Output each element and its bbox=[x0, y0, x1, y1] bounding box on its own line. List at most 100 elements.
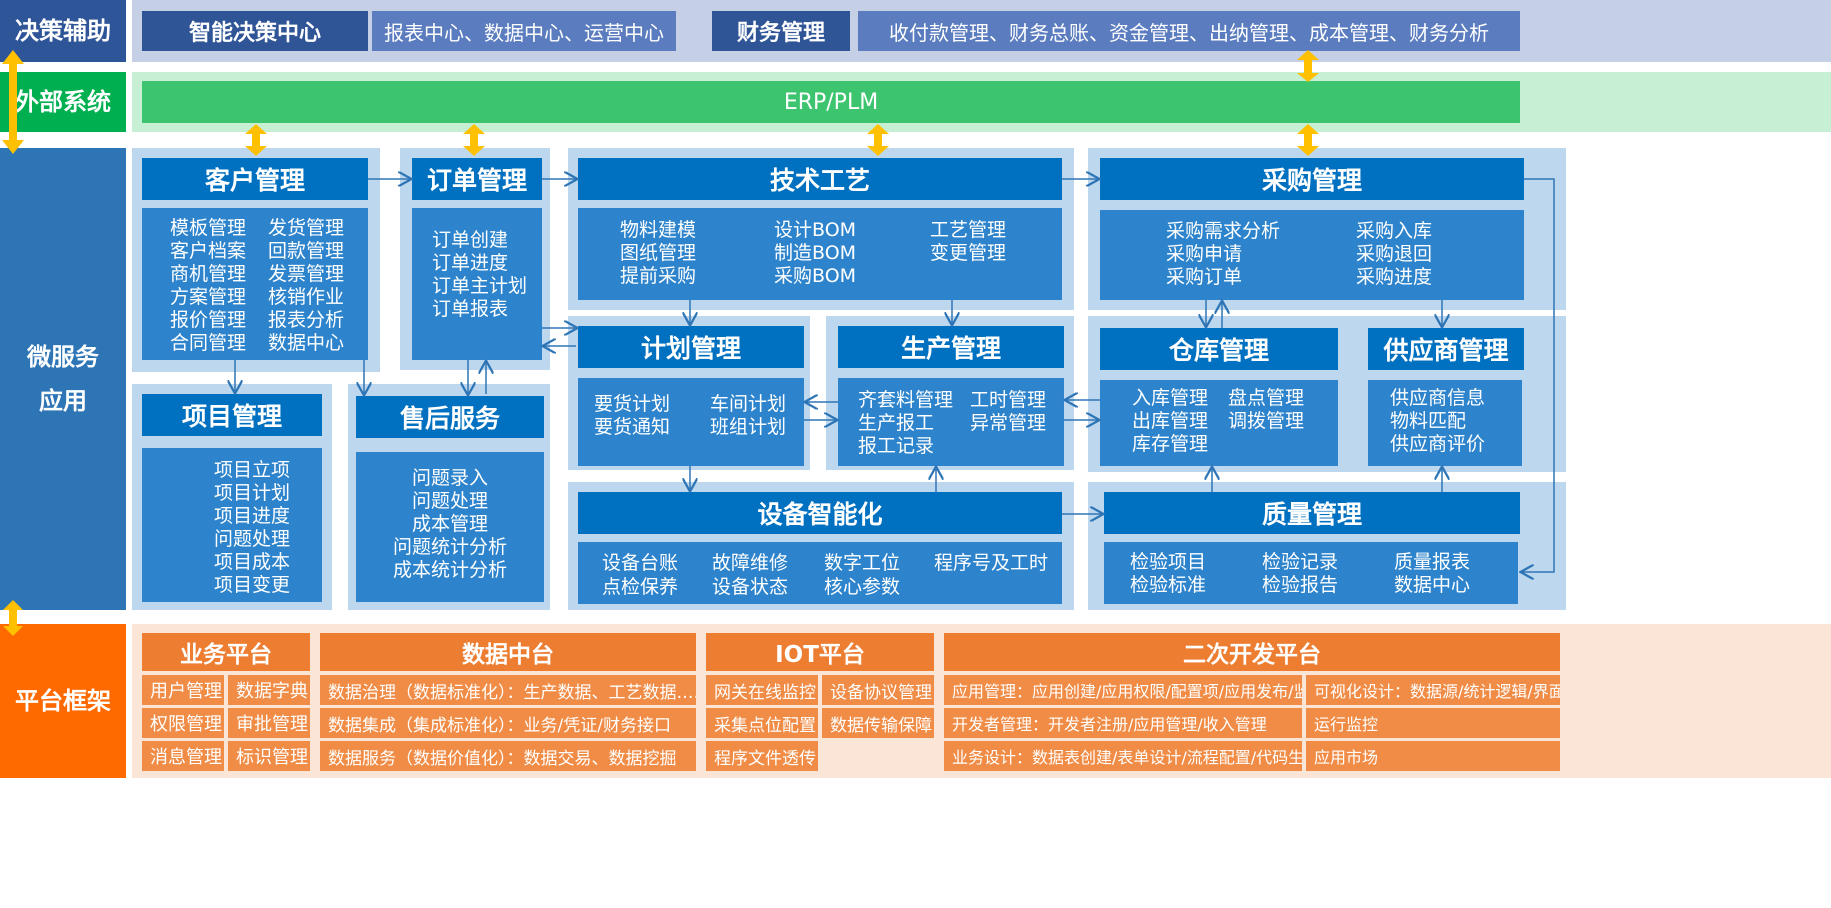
side-label-platform: 平台框架 bbox=[0, 624, 126, 778]
customer-item: 发票管理 bbox=[268, 263, 345, 285]
equipment-item: 故障维修 bbox=[712, 552, 789, 574]
platform-iot-header: IOT平台 bbox=[706, 633, 934, 671]
project-item: 问题处理 bbox=[214, 528, 291, 550]
tech-item: 变更管理 bbox=[930, 242, 1007, 264]
customer-item: 数据中心 bbox=[268, 332, 345, 354]
quality-item: 质量报表 bbox=[1394, 551, 1471, 573]
platform-data-cell: 数据治理（数据标准化）：生产数据、工艺数据…… bbox=[320, 675, 696, 705]
equipment-header: 设备智能化 bbox=[578, 492, 1062, 534]
platform-biz-cell: 消息管理 bbox=[142, 741, 224, 771]
platform-dev-cell: 业务设计：数据表创建/表单设计/流程配置/代码生成 bbox=[944, 741, 1302, 771]
project-item: 项目成本 bbox=[214, 551, 291, 573]
order-header: 订单管理 bbox=[412, 158, 542, 200]
aftersale-item: 问题统计分析 bbox=[392, 536, 507, 558]
quality-item: 检验记录 bbox=[1262, 551, 1339, 573]
customer-body: 模板管理 发货管理 客户档案 回款管理 商机管理 发票管理 方案管理 核销作业 … bbox=[142, 208, 368, 360]
warehouse-item: 库存管理 bbox=[1132, 433, 1209, 455]
purchase-item: 采购需求分析 bbox=[1166, 220, 1281, 242]
equipment-item: 设备状态 bbox=[712, 576, 789, 598]
order-item: 订单创建 bbox=[432, 229, 509, 251]
platform-biz-header: 业务平台 bbox=[142, 633, 310, 671]
equipment-item: 设备台账 bbox=[602, 552, 679, 574]
finance-desc: 收付款管理、财务总账、资金管理、出纳管理、成本管理、财务分析 bbox=[858, 11, 1520, 51]
tech-header: 技术工艺 bbox=[578, 158, 1062, 200]
production-item: 齐套料管理 bbox=[858, 389, 954, 411]
tech-item: 图纸管理 bbox=[620, 242, 697, 264]
production-item: 工时管理 bbox=[970, 389, 1047, 411]
platform-iot-cell: 数据传输保障 bbox=[822, 708, 934, 738]
platform-dev-cell: 应用市场 bbox=[1306, 741, 1560, 771]
project-item: 项目变更 bbox=[214, 574, 291, 596]
platform-iot-cell: 程序文件透传 bbox=[706, 741, 818, 771]
customer-item: 报价管理 bbox=[170, 309, 247, 331]
platform-dev-cell: 应用管理：应用创建/应用权限/配置项/应用发布/监控 bbox=[944, 675, 1302, 705]
platform-biz-cell: 审批管理 bbox=[228, 708, 310, 738]
platform-dev-cell: 可视化设计：数据源/统计逻辑/界面 bbox=[1306, 675, 1560, 705]
quality-item: 检验报告 bbox=[1262, 574, 1339, 596]
platform-biz-cell: 数据字典 bbox=[228, 675, 310, 705]
platform-dev-cell: 开发者管理：开发者注册/应用管理/收入管理 bbox=[944, 708, 1302, 738]
tech-body: 物料建模 设计BOM 工艺管理 图纸管理 制造BOM 变更管理 提前采购 采购B… bbox=[578, 208, 1062, 300]
quality-item: 数据中心 bbox=[1394, 574, 1471, 596]
plan-item: 班组计划 bbox=[710, 416, 787, 438]
production-item: 报工记录 bbox=[858, 435, 935, 457]
project-item: 项目进度 bbox=[214, 505, 291, 527]
purchase-item: 采购订单 bbox=[1166, 266, 1243, 288]
supplier-item: 供应商评价 bbox=[1390, 433, 1486, 455]
order-body: 订单创建 订单进度 订单主计划 订单报表 bbox=[412, 208, 542, 360]
production-header: 生产管理 bbox=[838, 326, 1064, 368]
purchase-body: 采购需求分析 采购入库 采购申请 采购退回 采购订单 采购进度 bbox=[1100, 210, 1524, 300]
smart-decision-title: 智能决策中心 bbox=[142, 11, 368, 51]
customer-item: 方案管理 bbox=[170, 286, 247, 308]
aftersale-item: 问题处理 bbox=[411, 490, 488, 512]
warehouse-body: 入库管理 盘点管理 出库管理 调拨管理 库存管理 bbox=[1100, 380, 1338, 466]
quality-item: 检验标准 bbox=[1130, 574, 1207, 596]
platform-biz-cell: 标识管理 bbox=[228, 741, 310, 771]
platform-data-header: 数据中台 bbox=[320, 633, 696, 671]
side-label-external: 外部系统 bbox=[0, 72, 126, 132]
equipment-body: 设备台账 故障维修 数字工位 程序号及工时 点检保养 设备状态 核心参数 bbox=[578, 542, 1062, 604]
project-item: 项目计划 bbox=[214, 482, 291, 504]
platform-biz-cell: 权限管理 bbox=[142, 708, 224, 738]
customer-item: 发货管理 bbox=[268, 217, 345, 239]
plan-item: 要货通知 bbox=[594, 416, 671, 438]
customer-item: 报表分析 bbox=[268, 309, 345, 331]
warehouse-item: 出库管理 bbox=[1132, 410, 1209, 432]
purchase-item: 采购进度 bbox=[1356, 266, 1433, 288]
equipment-item: 数字工位 bbox=[824, 552, 901, 574]
production-item: 生产报工 bbox=[858, 412, 935, 434]
quality-item: 检验项目 bbox=[1130, 551, 1207, 573]
aftersale-body: 问题录入 问题处理 成本管理 问题统计分析 成本统计分析 bbox=[356, 452, 544, 602]
purchase-header: 采购管理 bbox=[1100, 158, 1524, 200]
production-body: 齐套料管理 工时管理 生产报工 异常管理 报工记录 bbox=[838, 378, 1064, 466]
warehouse-item: 盘点管理 bbox=[1228, 387, 1305, 409]
plan-header: 计划管理 bbox=[578, 326, 804, 368]
purchase-item: 采购退回 bbox=[1356, 243, 1433, 265]
platform-iot-cell: 网关在线监控 bbox=[706, 675, 818, 705]
platform-biz-cell: 用户管理 bbox=[142, 675, 224, 705]
aftersale-item: 成本统计分析 bbox=[392, 559, 507, 581]
project-item: 项目立项 bbox=[214, 459, 291, 481]
side-label-micro: 微服务 应用 bbox=[0, 148, 126, 610]
order-item: 订单报表 bbox=[432, 298, 509, 320]
project-body: 项目立项 项目计划 项目进度 问题处理 项目成本 项目变更 bbox=[142, 448, 322, 602]
supplier-item: 供应商信息 bbox=[1390, 387, 1486, 409]
platform-dev-header: 二次开发平台 bbox=[944, 633, 1560, 671]
purchase-item: 采购入库 bbox=[1356, 220, 1433, 242]
aftersale-header: 售后服务 bbox=[356, 396, 544, 438]
platform-iot-cell: 采集点位配置 bbox=[706, 708, 818, 738]
plan-item: 要货计划 bbox=[594, 393, 671, 415]
tech-item: 采购BOM bbox=[774, 265, 857, 287]
customer-item: 核销作业 bbox=[268, 286, 345, 308]
customer-item: 回款管理 bbox=[268, 240, 345, 262]
tech-item: 物料建模 bbox=[620, 219, 697, 241]
equipment-item: 核心参数 bbox=[824, 576, 901, 598]
customer-item: 商机管理 bbox=[170, 263, 247, 285]
order-item: 订单进度 bbox=[432, 252, 509, 274]
aftersale-item: 问题录入 bbox=[411, 467, 488, 489]
quality-body: 检验项目 检验记录 质量报表 检验标准 检验报告 数据中心 bbox=[1104, 542, 1518, 604]
platform-data-cell: 数据集成（集成标准化）：业务/凭证/财务接口 bbox=[320, 708, 696, 738]
quality-header: 质量管理 bbox=[1104, 492, 1520, 534]
customer-header: 客户管理 bbox=[142, 158, 368, 200]
tech-item: 工艺管理 bbox=[930, 219, 1007, 241]
